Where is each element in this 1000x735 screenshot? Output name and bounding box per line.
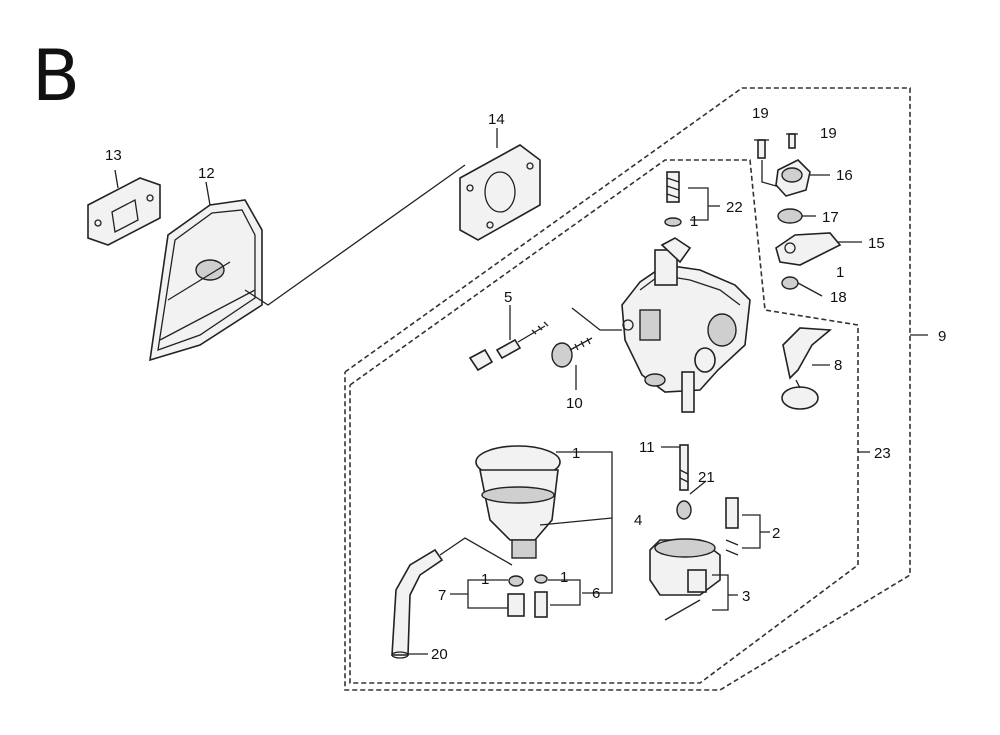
label-9: 9 <box>938 328 946 345</box>
label-1a: 1 <box>690 213 698 230</box>
label-20: 20 <box>431 646 448 663</box>
label-3: 3 <box>742 588 750 605</box>
part-22-screw-set <box>664 171 682 227</box>
part-4-float-bowl <box>475 445 561 559</box>
part-18-nut <box>781 276 799 290</box>
label-13: 13 <box>105 147 122 164</box>
part-19-screw-b <box>786 133 798 149</box>
label-7: 7 <box>438 587 446 604</box>
label-1b: 1 <box>572 445 580 462</box>
label-1c: 1 <box>481 571 489 588</box>
label-4: 4 <box>634 512 642 529</box>
label-1d: 1 <box>560 569 568 586</box>
section-letter: B <box>32 35 80 117</box>
part-14-gasket <box>459 144 541 241</box>
part-16-cap <box>775 159 811 197</box>
part-12-insulator <box>149 199 263 362</box>
part-20-fuel-tube <box>391 548 444 659</box>
label-23: 23 <box>874 445 891 462</box>
label-18: 18 <box>830 289 847 306</box>
label-14: 14 <box>488 111 505 128</box>
label-21: 21 <box>698 469 715 486</box>
part-19-screw-a <box>754 139 769 159</box>
connector-carb-screw <box>571 307 622 331</box>
part-2-float-valve <box>725 497 739 556</box>
part-17-washer <box>777 208 803 224</box>
connector-12-14 <box>244 164 466 306</box>
label-2: 2 <box>772 525 780 542</box>
label-12: 12 <box>198 165 215 182</box>
connector-tube-bowl <box>439 537 513 566</box>
part-10-screw <box>551 337 593 368</box>
callout-lines <box>114 128 928 655</box>
label-19a: 19 <box>752 105 769 122</box>
part-8-choke-lever <box>781 327 833 410</box>
label-16: 16 <box>836 167 853 184</box>
label-17: 17 <box>822 209 839 226</box>
label-11: 11 <box>639 439 655 456</box>
label-5: 5 <box>504 289 512 306</box>
label-19b: 19 <box>820 125 837 142</box>
assembly-9-boundary <box>344 87 911 691</box>
part-carburetor-body <box>621 237 751 413</box>
part-7-drain-screw <box>507 575 525 617</box>
label-10: 10 <box>566 395 583 412</box>
label-15: 15 <box>868 235 885 252</box>
part-11-needle <box>676 444 692 520</box>
label-6: 6 <box>592 585 600 602</box>
assembly-23-boundary <box>349 159 859 684</box>
label-22: 22 <box>726 199 743 216</box>
part-5-pilot-screw <box>468 321 549 372</box>
part-15-lever <box>775 232 842 266</box>
label-1e: 1 <box>836 264 844 281</box>
label-8: 8 <box>834 357 842 374</box>
part-13-gasket <box>87 177 161 246</box>
part-3-float <box>649 538 721 621</box>
part-6-bolt <box>534 574 548 618</box>
